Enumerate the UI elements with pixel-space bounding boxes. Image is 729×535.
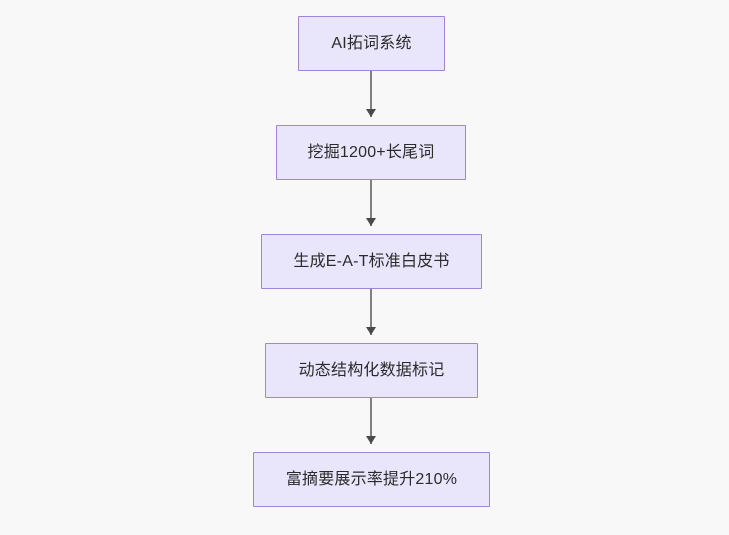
flow-node-mine-longtail-keywords[interactable]: 挖掘1200+长尾词: [276, 125, 466, 180]
arrowhead-icon: [366, 218, 376, 226]
arrowhead-icon: [366, 436, 376, 444]
edge-line: [370, 71, 372, 117]
arrowhead-icon: [366, 327, 376, 335]
edge-node3-node4: [366, 289, 376, 335]
flow-node-ai-keyword-system[interactable]: AI拓词系统: [298, 16, 445, 71]
flow-node-label: 动态结构化数据标记: [298, 361, 445, 379]
edge-line: [370, 289, 372, 335]
edge-node4-node5: [366, 398, 376, 444]
edge-node2-node3: [366, 180, 376, 226]
flow-node-label: AI拓词系统: [331, 34, 412, 52]
arrowhead-icon: [366, 109, 376, 117]
flow-node-generate-eat-whitepaper[interactable]: 生成E-A-T标准白皮书: [261, 234, 482, 289]
flow-node-rich-snippet-uplift[interactable]: 富摘要展示率提升210%: [253, 452, 490, 507]
edge-line: [370, 398, 372, 444]
flow-node-label: 挖掘1200+长尾词: [307, 143, 435, 161]
edge-line: [370, 180, 372, 226]
edge-node1-node2: [366, 71, 376, 117]
flow-node-label: 生成E-A-T标准白皮书: [293, 252, 450, 270]
flow-node-dynamic-structured-data[interactable]: 动态结构化数据标记: [265, 343, 478, 398]
flow-node-label: 富摘要展示率提升210%: [285, 470, 458, 488]
